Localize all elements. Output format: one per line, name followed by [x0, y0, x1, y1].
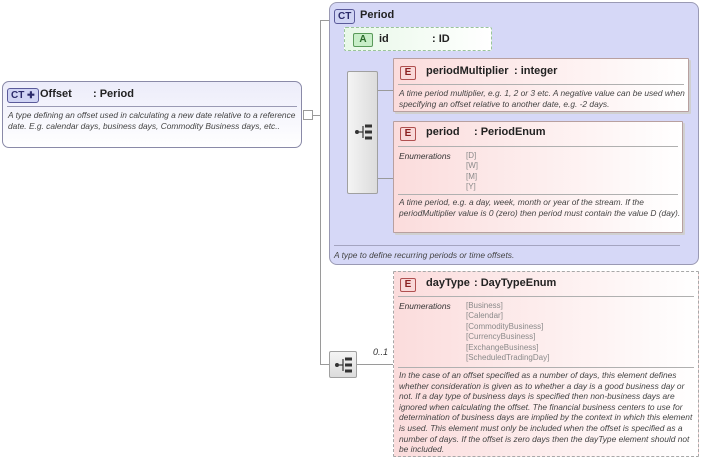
complex-type-badge-label: CT: [11, 90, 25, 101]
element-documentation: In the case of an offset specified as a …: [399, 370, 693, 455]
element-name: period: [426, 126, 460, 138]
sequence-compositor[interactable]: [329, 351, 357, 378]
element-type: : PeriodEnum: [474, 126, 546, 138]
period-type-documentation: A type to define recurring periods or ti…: [334, 250, 515, 260]
connector-line: [357, 364, 394, 365]
offset-name: Offset: [40, 88, 72, 100]
enum-value: [M]: [466, 171, 478, 181]
attribute-type: : ID: [432, 33, 450, 45]
divider: [398, 146, 678, 147]
element-day-type[interactable]: E dayType : DayTypeEnum Enumerations [Bu…: [393, 271, 699, 457]
attribute-name: id: [379, 33, 389, 45]
attribute-id[interactable]: A id : ID: [344, 27, 492, 51]
enum-value: [Business]: [466, 301, 503, 310]
sequence-compositor[interactable]: [347, 71, 378, 194]
enum-value: [CurrencyBusiness]: [466, 332, 536, 342]
period-type-name: Period: [360, 9, 395, 21]
element-name: dayType: [426, 277, 470, 289]
enumerations-label: Enumerations: [399, 301, 451, 311]
element-name: periodMultiplier: [426, 65, 509, 77]
element-badge: E: [400, 127, 416, 141]
divider: [398, 84, 684, 85]
divider: [398, 194, 678, 195]
element-type: : DayTypeEnum: [474, 277, 557, 289]
offset-base-type: : Period: [93, 88, 134, 100]
connector-line: [320, 364, 330, 365]
connector-line: [320, 20, 330, 21]
attribute-badge: A: [353, 33, 373, 47]
element-period-multiplier[interactable]: E periodMultiplier : integer A time peri…: [393, 58, 689, 112]
divider: [7, 106, 297, 107]
enum-value: [D]: [466, 151, 477, 160]
cardinality-label: 0..1: [373, 347, 389, 357]
complex-type-badge: CT ✚: [7, 88, 39, 103]
divider: [334, 245, 680, 246]
enum-value: [Calendar]: [466, 311, 503, 321]
enum-value: [Y]: [466, 182, 476, 192]
offset-type-box[interactable]: CT ✚ Offset : Period A type defining an …: [2, 81, 302, 148]
enum-value: [CommodityBusiness]: [466, 321, 544, 331]
element-documentation: A time period, e.g. a day, week, month o…: [399, 197, 681, 218]
connector-line: [378, 90, 394, 91]
element-badge: E: [400, 278, 416, 292]
connector-line: [378, 178, 394, 179]
sequence-connector: [303, 110, 313, 120]
enum-value: [W]: [466, 161, 478, 171]
complex-type-badge: CT: [334, 9, 356, 24]
divider: [398, 367, 694, 368]
sequence-icon: [335, 357, 352, 373]
extension-icon: ✚: [27, 90, 35, 100]
offset-documentation: A type defining an offset used in calcul…: [8, 110, 296, 131]
enum-value: [ExchangeBusiness]: [466, 342, 539, 352]
connector-line: [313, 115, 321, 116]
enum-value: [ScheduledTradingDay]: [466, 353, 550, 362]
element-documentation: A time period multiplier, e.g. 1, 2 or 3…: [399, 88, 685, 109]
sequence-icon: [355, 124, 372, 140]
element-badge: E: [400, 66, 416, 80]
element-type: : integer: [514, 65, 558, 77]
connector-line: [320, 20, 321, 365]
enumerations-label: Enumerations: [399, 151, 451, 161]
element-period[interactable]: E period : PeriodEnum Enumerations [D] […: [393, 121, 683, 233]
divider: [398, 296, 694, 297]
